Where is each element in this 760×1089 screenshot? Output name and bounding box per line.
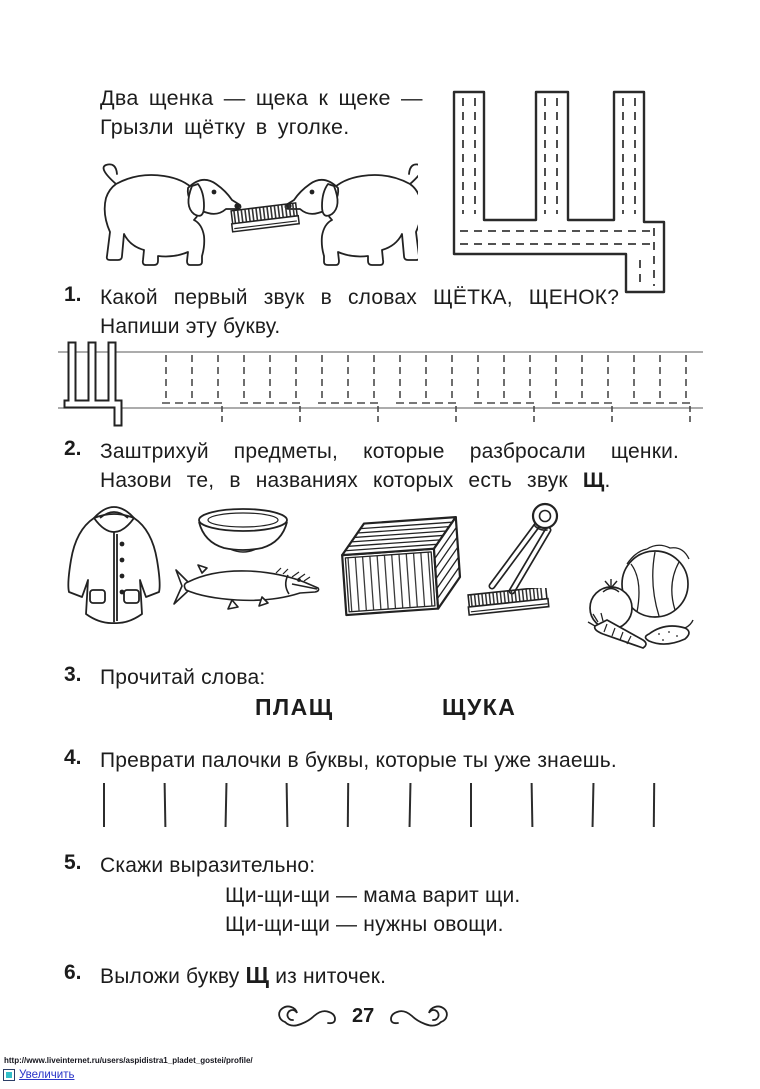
stick <box>469 783 472 827</box>
task3-word-2: ЩУКА <box>442 694 517 720</box>
task1-number: 1. <box>64 283 82 306</box>
poem-line-2: Грызли щётку в уголке. <box>100 115 350 139</box>
stick <box>652 782 656 828</box>
page-footer: 27 <box>278 1002 448 1030</box>
task3-line-1: Прочитай слова: <box>100 666 266 689</box>
stick <box>591 782 595 828</box>
task4-line-1: Преврати палочки в буквы, которые ты уже… <box>100 749 617 772</box>
pike-illustration <box>173 564 320 610</box>
stick <box>347 782 350 828</box>
source-url: http://www.liveinternet.ru/users/aspidis… <box>4 1056 253 1065</box>
task6-number: 6. <box>64 961 82 984</box>
task2-line-2: Назови те, в названиях которых есть звук… <box>100 469 611 492</box>
task2-line-1: Заштрихуй предметы, которые разбросали щ… <box>100 440 680 463</box>
bold-letter: Щ <box>582 469 605 492</box>
task3-word-1: ПЛАЩ <box>255 694 334 720</box>
task1-line-2: Напиши эту букву. <box>100 315 281 338</box>
pliers-illustration <box>488 502 559 595</box>
task6-line-1: Выложи букву Щ из ниточек. <box>100 962 387 988</box>
stick <box>530 782 534 828</box>
enlarge-icon[interactable] <box>3 1069 15 1081</box>
crate-illustration <box>341 516 462 617</box>
task5-line-3: Щи-щи-щи — нужны овощи. <box>225 913 504 936</box>
flourish-right-icon <box>390 1005 448 1027</box>
enlarge-row: Увеличить <box>3 1069 74 1081</box>
writing-practice-line <box>58 341 703 427</box>
sticks-row <box>103 782 656 828</box>
task1-line-1: Какой первый звук в словах ЩЁТКА, ЩЕНОК? <box>100 286 620 309</box>
stick <box>163 782 167 828</box>
page-number: 27 <box>352 1004 375 1027</box>
stick <box>103 783 105 827</box>
flourish-left-icon <box>278 1005 336 1027</box>
task3-number: 3. <box>64 663 82 686</box>
sample-outline-letter <box>63 341 123 427</box>
task5-number: 5. <box>64 851 82 874</box>
task5-line-1: Скажи выразительно: <box>100 854 316 877</box>
vegetables-illustration <box>587 544 694 649</box>
brush-illustration <box>467 588 550 616</box>
enlarge-link[interactable]: Увеличить <box>19 1069 75 1081</box>
task4-number: 4. <box>64 746 82 769</box>
task1-text: Какой первый звук в словах ЩЁТКА, ЩЕНОК?… <box>100 283 700 341</box>
task2-text: Заштрихуй предметы, которые разбросали щ… <box>100 437 710 495</box>
brush-in-mouths <box>230 202 301 233</box>
bowl-illustration <box>198 508 288 553</box>
bold-letter: Щ <box>245 962 270 988</box>
poem: Два щенка — щека к щеке — Грызли щётку в… <box>100 84 423 142</box>
stick <box>285 782 289 828</box>
task5-line-2: Щи-щи-щи — мама варит щи. <box>225 884 521 907</box>
puppies-illustration <box>102 163 418 266</box>
big-trace-letter <box>452 90 666 294</box>
coat-illustration <box>67 506 161 624</box>
stick <box>224 782 228 828</box>
poem-line-1: Два щенка — щека к щеке — <box>100 86 423 110</box>
stick <box>408 782 412 828</box>
task2-number: 2. <box>64 437 82 460</box>
